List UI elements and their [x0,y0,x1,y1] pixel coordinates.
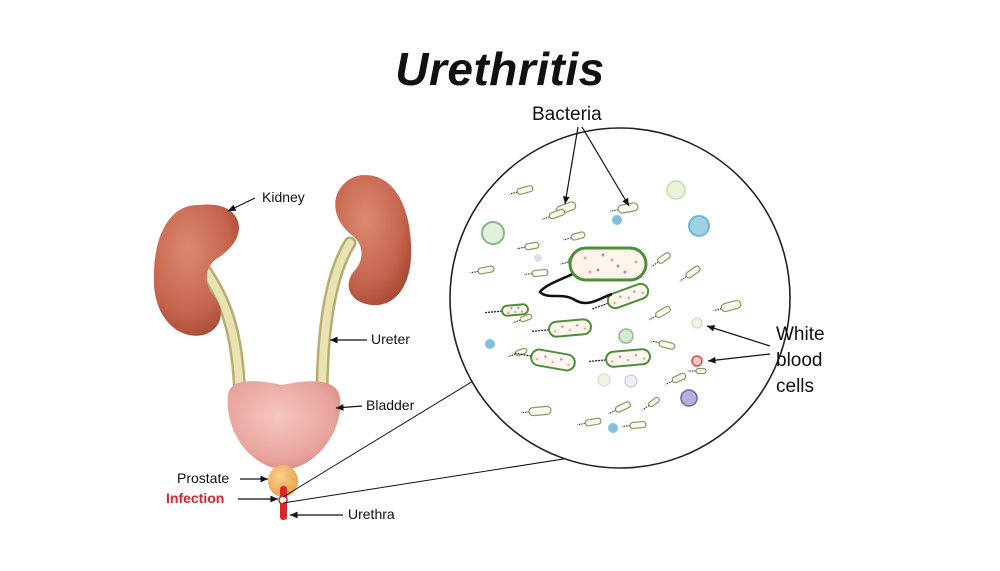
bacterium-granule [588,270,592,274]
bacterium [577,417,602,427]
infection-label: Infection [166,490,225,506]
wbc-arrow-lower [707,353,771,364]
wbc-cell [485,339,495,349]
bacterium-granule [583,256,587,260]
large-bacterium [568,246,648,282]
urethra-label: Urethra [348,506,395,522]
prostate [268,465,298,497]
zoom-line-upper [282,377,479,498]
bacterium-granule [596,268,600,272]
kidney-arrow [227,197,256,212]
wbc-label-line1: White [776,324,825,345]
bacteria-arrow-left [562,126,579,205]
white-blood-cells-label: White blood cells [776,322,825,400]
bacterium [665,372,687,385]
wbc-cell [688,215,710,237]
bacterium [608,401,632,415]
bacterium-granule [616,264,620,268]
wbc-cell [691,317,703,329]
infection-site [278,495,288,505]
bacterium [679,265,701,282]
bacterium [713,299,742,313]
bacterium-granule [610,258,614,262]
wbc-cell [624,374,638,388]
wbc-label-line3: cells [776,376,815,397]
wbc-label-line2: blood [776,350,823,371]
wbc-cell [612,215,622,225]
diagram-title: Urethritis [395,43,605,95]
wbc-cell [608,423,618,433]
zoom-line-lower [282,451,609,504]
bacterium [531,318,592,338]
right-kidney [335,175,412,306]
bacterium [512,313,533,324]
wbc-cell [680,389,698,407]
left-kidney [153,204,239,336]
bacterium [517,241,540,251]
bacterium-granule [634,260,638,264]
bladder-arrow [335,404,363,411]
bacterium [470,265,495,275]
wbc-cell [597,373,611,387]
bacterium [541,208,566,220]
bacterium-granule [623,270,627,274]
kidney-label: Kidney [262,189,305,205]
bacterium-granule [601,253,605,257]
ureter-label: Ureter [371,331,410,347]
wbc-cell [618,328,634,344]
bladder [227,381,341,469]
large-bacterium-flagellum [538,271,613,305]
wbc-cell [691,355,703,367]
wbc-cell [666,180,686,200]
bladder-label: Bladder [366,397,415,413]
wbc-cell [534,254,542,262]
wbc-cell [481,221,505,245]
bacteria-arrow-right [581,126,630,207]
bacterium [484,303,529,317]
bacteria-label: Bacteria [532,104,602,125]
wbc-arrow-upper [706,325,771,347]
prostate-label: Prostate [177,470,230,486]
bacterium [651,252,671,268]
bacterium [688,367,707,375]
